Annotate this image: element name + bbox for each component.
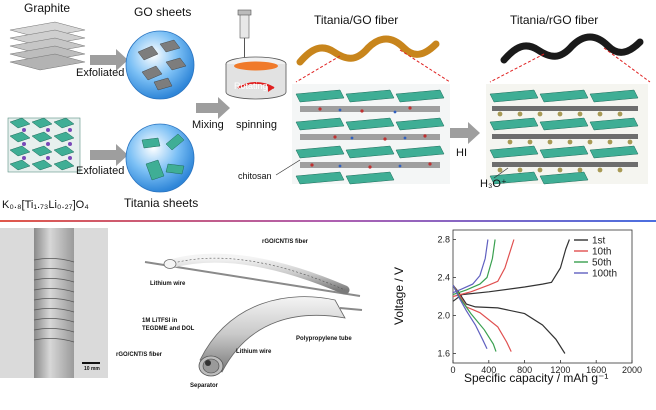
legend-label: 50th	[592, 258, 611, 269]
chart-y-axis-label: Voltage / V	[392, 266, 407, 326]
rgo-cnt-s-fiber-label-bottom: rGO/CNT/S fiber	[116, 352, 163, 358]
battery-schematic-top	[144, 253, 361, 297]
chart-x-axis-label: Specific capacity / mAh g⁻¹	[464, 371, 609, 385]
mixing-label: Mixing	[192, 119, 224, 131]
rotating-label: Rotating	[234, 81, 268, 91]
graphite-label: Graphite	[24, 1, 71, 15]
polypropylene-tube-label: Polypropylene tube	[296, 336, 352, 342]
titania-sheets-sphere	[125, 123, 195, 193]
rgo-fiber	[500, 33, 644, 64]
rgo-cnt-s-fiber-label-top: rGO/CNT/S fiber	[262, 239, 309, 245]
titania-go-layers	[292, 84, 450, 185]
series-100th-charge	[452, 239, 489, 294]
titanate-crystal	[7, 117, 81, 173]
titania-rgo-fiber-label: Titania/rGO fiber	[510, 13, 599, 27]
exfoliated-label-top: Exfoliated	[76, 67, 125, 79]
y-tick-label: 1.6	[437, 349, 450, 359]
series-50th-discharge	[452, 284, 497, 352]
x-tick-label: 800	[517, 365, 532, 375]
h3o-label: H₃O⁺	[480, 178, 507, 190]
separator-label: Separator	[190, 383, 219, 389]
process-arrows	[90, 49, 480, 166]
y-tick-label: 2.4	[437, 273, 450, 283]
hi-label: HI	[456, 147, 467, 159]
legend-label: 1st	[592, 236, 606, 247]
y-tick-label: 2.8	[437, 235, 450, 245]
titania-go-fiber-label: Titania/GO fiber	[314, 13, 399, 27]
lithium-wire-label-top: Lithium wire	[150, 281, 186, 287]
x-tick-label: 2000	[622, 365, 642, 375]
series-10th-charge	[452, 239, 515, 298]
chart-ticks: 0 400 800 1200 1600 2000 1.6 2.0 2.4 2.8	[437, 235, 642, 376]
go-sheets-label: GO sheets	[134, 5, 192, 19]
spinning-label: spinning	[236, 119, 277, 131]
fiber-battery-photo	[0, 228, 108, 378]
go-sheets-sphere	[125, 30, 195, 100]
series-1st-charge	[452, 239, 570, 302]
h3o-pointer	[493, 167, 509, 179]
x-tick-label: 1600	[586, 365, 606, 375]
chitosan-pointer	[275, 159, 301, 176]
titanate-formula: K₀.₈[Ti₁.₇₃Li₀.₂₇]O₄	[2, 199, 89, 211]
series-100th-discharge	[452, 284, 488, 350]
lithium-wire-label-bottom: Lithium wire	[236, 349, 272, 355]
titania-sheets-label: Titania sheets	[124, 196, 199, 210]
titania-rgo-layers	[486, 84, 648, 185]
x-tick-label: 400	[481, 365, 496, 375]
zoom-lines	[295, 47, 651, 83]
scale-bar-label: 10 mm	[84, 366, 100, 372]
legend-label: 10th	[592, 247, 611, 258]
chitosan-label: chitosan	[238, 171, 272, 181]
electrolyte-label-line1: 1M LiTFSI in	[142, 318, 178, 324]
y-tick-label: 2.0	[437, 311, 450, 321]
graphite-stack	[9, 21, 86, 71]
section-divider	[0, 220, 656, 222]
electrolyte-label-line2: TEGDME and DOL	[142, 326, 195, 332]
chart-series-group	[452, 239, 570, 354]
go-fiber	[296, 35, 440, 66]
x-tick-label: 0	[450, 365, 455, 375]
battery-schematic-tube	[198, 296, 363, 377]
series-10th-discharge	[452, 284, 512, 352]
series-50th-charge	[452, 239, 496, 296]
spinning-apparatus	[225, 9, 287, 100]
exfoliated-label-bottom: Exfoliated	[76, 165, 125, 177]
x-tick-label: 1200	[550, 365, 570, 375]
legend-label: 100th	[592, 269, 617, 280]
